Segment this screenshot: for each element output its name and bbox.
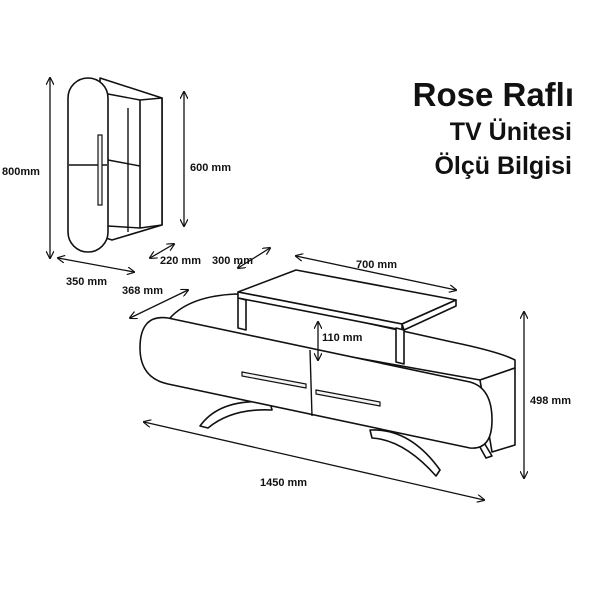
wall-shelf: [67, 77, 163, 253]
title-line-1: Rose Raflı: [412, 76, 574, 113]
tv-unit-leg-left: [199, 400, 273, 429]
unit-height-label: 498 mm: [530, 395, 571, 407]
tv-unit: [139, 269, 516, 477]
shelf-depth-arrow: [150, 244, 174, 258]
shelf-height-label: 800mm: [2, 166, 40, 178]
title-line-2: TV Ünitesi: [449, 118, 572, 146]
shelf-middle: [107, 159, 141, 167]
shelf-depth-b-label: 300 mm: [212, 255, 253, 267]
top-shelf-width-arrow: [296, 256, 456, 290]
title-line-3: Ölçü Bilgisi: [434, 152, 572, 180]
top-shelf-leg-right: [395, 327, 405, 365]
unit-width-label: 1450 mm: [260, 477, 307, 489]
unit-width-arrow: [144, 422, 484, 500]
shelf-depth-a-label: 220 mm: [160, 255, 201, 267]
top-shelf-width-label: 700 mm: [356, 259, 397, 271]
shelf-top-edge: [107, 93, 141, 101]
front-handle-right: [315, 389, 381, 407]
unit-depth-arrow: [130, 290, 188, 318]
front-handle-left: [241, 371, 307, 389]
shelf-width-arrow: [58, 258, 134, 272]
top-shelf-side: [401, 299, 457, 331]
unit-depth-label: 368 mm: [122, 285, 163, 297]
top-shelf-gap-label: 110 mm: [322, 332, 363, 344]
top-shelf-leg-left: [237, 297, 247, 331]
door-divider: [309, 349, 313, 417]
shelf-dimension-lines: 800mm 600 mm 350 mm 220 mm: [2, 78, 231, 288]
door-handle: [97, 134, 103, 206]
shelf-depth-b-arrow: [238, 248, 270, 268]
unit-dimension-lines: 300 mm 700 mm 368 mm 110 mm 498 mm 1450 …: [122, 248, 571, 500]
shelf-inner-height-label: 600 mm: [190, 162, 231, 174]
wall-shelf-side: [139, 97, 163, 229]
shelf-bottom: [107, 225, 141, 229]
shelf-width-label: 350 mm: [66, 276, 107, 288]
